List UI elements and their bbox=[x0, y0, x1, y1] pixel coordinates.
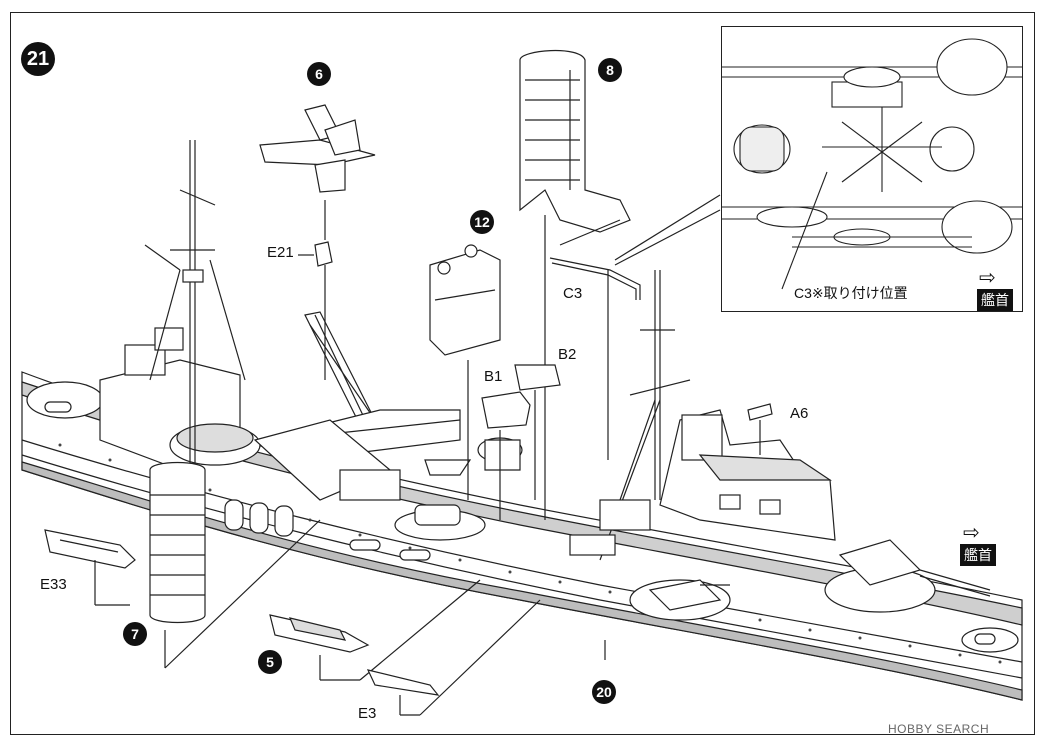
subassembly-8: 8 bbox=[598, 58, 622, 82]
step-number: 21 bbox=[21, 42, 55, 76]
part-label-c3: C3 bbox=[563, 285, 583, 302]
inset-bow-label: 艦首 bbox=[977, 289, 1013, 311]
c3-part bbox=[549, 257, 641, 300]
mid-deck bbox=[224, 419, 523, 561]
inset-note: C3※取り付け位置 bbox=[794, 285, 908, 301]
b1-part bbox=[481, 391, 531, 429]
e21-part bbox=[314, 241, 333, 267]
fore-turret-a bbox=[824, 539, 991, 613]
inset-drawing bbox=[722, 38, 1022, 290]
aft-superstructure bbox=[99, 327, 261, 471]
main-bow-label: 艦首 bbox=[960, 544, 996, 566]
part-label-e21: E21 bbox=[267, 244, 294, 261]
c3-location-inset: C3※取り付け位置 ⇨ 艦首 bbox=[721, 26, 1023, 312]
fore-turret-b bbox=[629, 579, 731, 621]
arrow-right-icon: ⇨ bbox=[963, 522, 980, 544]
subassembly-6: 6 bbox=[307, 62, 331, 86]
part-label-a6: A6 bbox=[790, 405, 809, 422]
funnel-aft-part bbox=[149, 461, 206, 624]
subassembly-7: 7 bbox=[123, 622, 147, 646]
page-frame bbox=[10, 12, 1035, 735]
e33-boat bbox=[44, 529, 136, 569]
e3-boat bbox=[366, 669, 440, 696]
funnel-fore-part bbox=[519, 50, 631, 233]
bridge bbox=[569, 409, 836, 556]
aft-turret bbox=[26, 381, 104, 419]
part-label-e3: E3 bbox=[358, 705, 377, 722]
fore-mast bbox=[599, 270, 691, 561]
a6-part bbox=[747, 403, 773, 421]
part-label-b2: B2 bbox=[558, 346, 577, 363]
aircraft-part bbox=[259, 104, 376, 193]
watermark: HOBBY SEARCH bbox=[888, 722, 990, 736]
arrow-right-icon: ⇨ bbox=[979, 267, 996, 289]
part-label-e33: E33 bbox=[40, 576, 67, 593]
director-part bbox=[429, 244, 501, 356]
subassembly-5: 5 bbox=[258, 650, 282, 674]
aft-mast bbox=[144, 140, 246, 470]
part-label-b1: B1 bbox=[484, 368, 503, 385]
b2-part bbox=[514, 364, 561, 391]
subassembly-12: 12 bbox=[470, 210, 494, 234]
subassembly-20: 20 bbox=[592, 680, 616, 704]
